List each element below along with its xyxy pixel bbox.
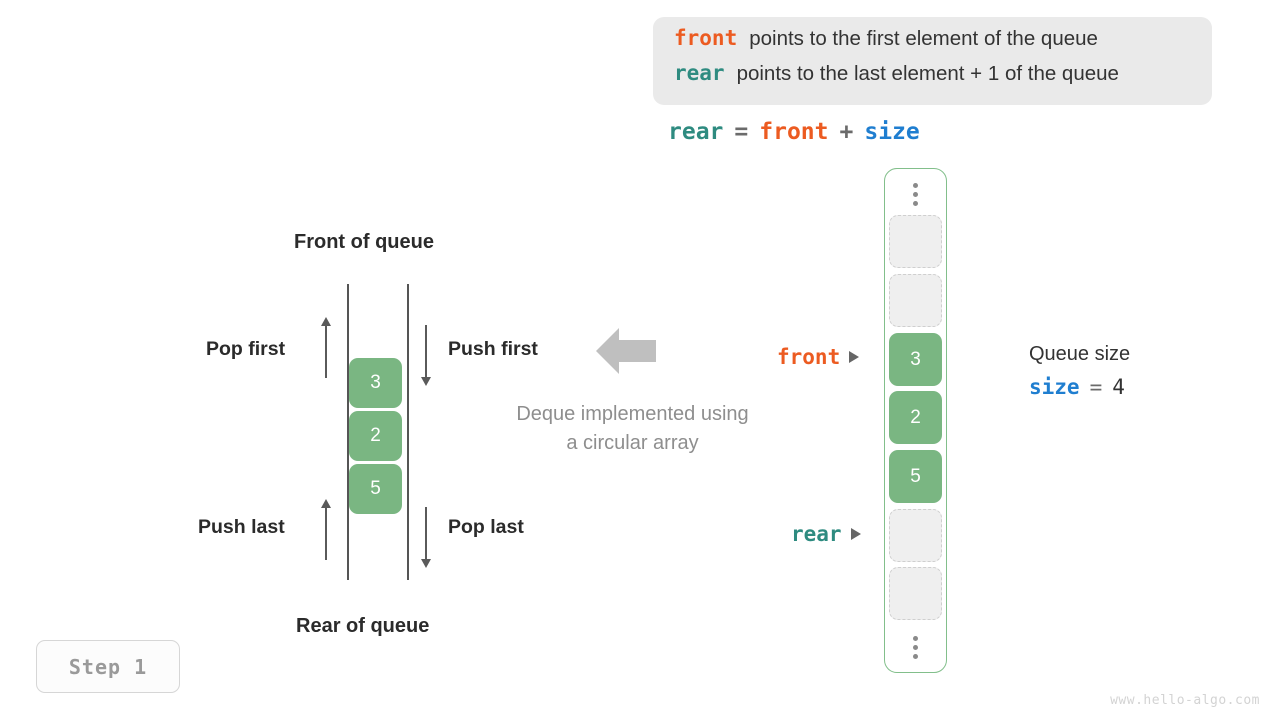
queue-size-title: Queue size	[1029, 343, 1131, 365]
operation-label-pop-first: Pop first	[206, 338, 286, 360]
queue-size-expression: size = 4	[1029, 375, 1130, 399]
arrow-pop-last-icon	[421, 507, 431, 568]
deque-rail-left	[347, 284, 349, 580]
left-arrow-icon	[596, 328, 656, 374]
queue-size-value: 4	[1112, 375, 1125, 399]
ellipsis-top-icon	[889, 174, 942, 214]
formula-operator-plus: +	[839, 119, 854, 145]
array-slot-empty	[889, 274, 942, 327]
deque-front-label: Front of queue	[294, 231, 434, 253]
pointer-rear: rear	[791, 522, 861, 546]
queue-size-block: Queue size size = 4	[1029, 343, 1130, 399]
legend-line-front: front points to the first element of the…	[674, 26, 1098, 51]
legend-keyword-front: front	[674, 26, 738, 50]
queue-size-operator-equals: =	[1089, 375, 1103, 399]
operation-label-push-first: Push first	[448, 338, 538, 360]
caption-line-2: a circular array	[566, 432, 699, 454]
deque-cell: 2	[349, 411, 402, 461]
operation-label-pop-last: Pop last	[448, 516, 524, 538]
pointer-front-arrowhead-icon	[849, 351, 860, 363]
legend-keyword-rear: rear	[674, 61, 725, 85]
array-slot-filled: 2	[889, 391, 942, 444]
deque-rail-right	[407, 284, 409, 580]
array-slot-empty	[889, 567, 942, 620]
formula-term-rear: rear	[668, 119, 724, 145]
array-slot-empty	[889, 215, 942, 268]
ellipsis-bottom-icon	[889, 627, 942, 667]
pointer-rear-label: rear	[791, 522, 842, 546]
deque-cell: 5	[349, 464, 402, 514]
pointer-front-label: front	[777, 345, 841, 369]
array-slot-filled: 5	[889, 450, 942, 503]
operation-label-push-last: Push last	[198, 516, 285, 538]
queue-size-keyword: size	[1029, 375, 1080, 399]
diagram-caption: Deque implemented using a circular array	[480, 400, 785, 458]
formula-term-front: front	[759, 119, 829, 145]
formula-operator-equals: =	[734, 119, 749, 145]
deque-cell: 3	[349, 358, 402, 408]
legend-callout-box: front points to the first element of the…	[653, 17, 1212, 105]
arrow-push-last-icon	[321, 499, 331, 560]
legend-line-rear: rear points to the last element + 1 of t…	[674, 61, 1119, 86]
pointer-front: front	[777, 345, 860, 369]
arrow-pop-first-icon	[321, 317, 331, 378]
pointer-rear-arrowhead-icon	[850, 528, 861, 540]
formula-term-size: size	[864, 119, 920, 145]
legend-text-rear: points to the last element + 1 of the qu…	[736, 62, 1119, 85]
formula-expression: rear = front + size	[668, 119, 920, 145]
deque-rear-label: Rear of queue	[296, 615, 430, 637]
array-slot-empty	[889, 509, 942, 562]
step-badge: Step 1	[36, 640, 180, 693]
watermark: www.hello-algo.com	[1110, 693, 1260, 708]
array-slot-filled: 3	[889, 333, 942, 386]
circular-array-container: 3 2 5	[884, 168, 947, 673]
arrow-push-first-icon	[421, 325, 431, 386]
legend-text-front: points to the first element of the queue	[749, 27, 1098, 50]
caption-line-1: Deque implemented using	[516, 403, 749, 425]
